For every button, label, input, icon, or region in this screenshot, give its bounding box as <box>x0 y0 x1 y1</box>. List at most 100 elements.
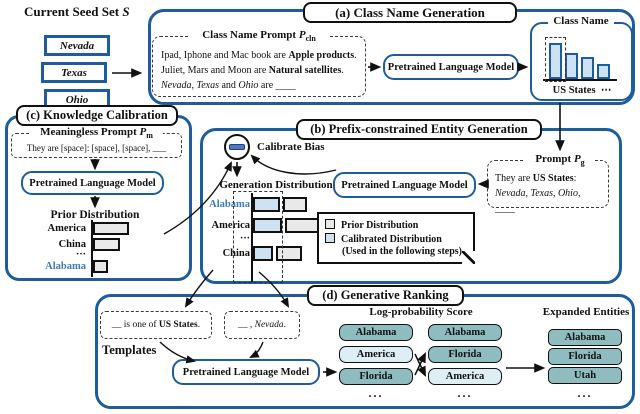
legend-calibrated-row: Calibrated Distribution <box>325 232 467 247</box>
seed-box-texas: Texas <box>41 62 107 83</box>
class-name-result: US States ⋯ <box>534 84 630 96</box>
gen-row-bars-alabama <box>253 197 307 212</box>
prompt-line3-seed2: Texas <box>196 80 219 91</box>
distribution-legend: Prior Distribution Calibrated Distributi… <box>317 212 475 264</box>
prior-row-label-china: China <box>58 239 86 250</box>
entity-label: Alabama <box>355 327 397 338</box>
prior-bar-alabama <box>93 260 108 273</box>
calibration-dashed-box <box>233 191 283 283</box>
prompt-label-text: Prompt <box>535 153 574 165</box>
plm-box-b: Pretrained Language Model <box>333 172 476 198</box>
expanded-entities-header: Expanded Entities <box>540 306 632 318</box>
template-entity: Nevada <box>254 320 284 330</box>
prompt-g-box: They are US States: Nevada, Texas, Ohio,… <box>487 160 609 214</box>
template-mid: is one of <box>121 320 159 330</box>
prompt-line3-mid1: , <box>191 80 197 91</box>
panel-d-title-text: (d) Generative Ranking <box>322 288 449 302</box>
plm-box-c: Pretrained Language Model <box>21 171 164 195</box>
bias-slider-icon <box>229 144 245 150</box>
prior-row-label-america: America <box>47 223 86 234</box>
seed-label: Texas <box>61 66 87 79</box>
template-2-text: __ , Nevada. <box>238 320 286 330</box>
class-name-output-label: Class Name <box>548 15 614 27</box>
class-chart-baseline <box>543 79 617 81</box>
entity-label: Alabama <box>564 332 606 343</box>
prior-bar-america <box>93 222 129 235</box>
panel-d-title: (d) Generative Ranking <box>307 285 464 306</box>
prompt-g-label: Prompt Pg <box>525 153 595 168</box>
prior-row-ellipsis: ··· <box>75 249 86 260</box>
note-fold-corner-icon <box>462 251 475 264</box>
panel-b-title: (b) Prefix-constrained Entity Generation <box>296 119 542 140</box>
prompt-line3-end: are ____ <box>258 80 296 91</box>
class-name-prompt-box: Ipad, Iphone and Mac book are Apple prod… <box>152 36 366 97</box>
templates-label: Templates <box>102 343 157 357</box>
template-box-2: __ , Nevada. <box>224 311 300 339</box>
score-col1-entity: Florida <box>339 368 413 385</box>
legend-calibrated-note: (Used in the following steps) <box>342 246 463 257</box>
log-probability-header: Log-probability Score <box>345 306 497 318</box>
output-label-text: Class Name <box>553 15 609 27</box>
prompt-g-text: They are US States: Nevada, Texas, Ohio,… <box>488 171 608 216</box>
template-mid: , <box>247 320 255 330</box>
seed-set-var: S <box>122 4 130 19</box>
meaningless-prompt-text: They are [space]: [space], [space], ___ <box>26 143 167 153</box>
template-class: US States <box>158 320 198 330</box>
score-col1-entity: Alabama <box>339 324 413 341</box>
expanded-entity: Florida <box>548 348 622 365</box>
prompt-g-end: , ____ <box>495 188 581 214</box>
calibrated-bar <box>253 197 280 212</box>
score-col2-entity: Alabama <box>428 324 502 341</box>
template-blank: __ <box>237 320 248 330</box>
prompt-label-var: P <box>298 29 306 41</box>
legend-prior-label: Prior Distribution <box>341 220 419 231</box>
seed-label: Ohio <box>65 93 89 106</box>
class-bar-4 <box>597 64 610 79</box>
class-name-ellipsis: ⋯ <box>600 85 612 96</box>
prompt-line2: Juliet, Mars and Moon are <box>161 65 269 76</box>
prompt-label-sub: m <box>146 131 153 141</box>
score-col2-entity: America <box>428 368 502 385</box>
calibrated-bar <box>253 246 273 261</box>
template-end: . <box>283 320 287 330</box>
legend-calibrated-label: Calibrated Distribution <box>341 233 442 245</box>
entity-label: America <box>445 371 485 382</box>
entity-label: Florida <box>448 349 482 360</box>
gen-row-ellipsis: ··· <box>239 233 250 244</box>
plm-box-a: Pretrained Language Model <box>383 54 519 80</box>
template-1-text: __ is one of US States. <box>112 320 200 330</box>
prompt-label-var: P <box>139 126 147 138</box>
expanded-entities-header-text: Expanded Entities <box>542 306 630 318</box>
expanded-entity: Alabama <box>548 329 622 346</box>
entity-label: Alabama <box>444 327 486 338</box>
panel-a-title-text: (a) Class Name Generation <box>335 4 485 20</box>
panel-c-title-text: (c) Knowledge Calibration <box>26 108 168 122</box>
plm-label: Pretrained Language Model <box>182 366 310 378</box>
prior-distribution-label-text: Prior Distribution <box>50 209 140 221</box>
col2-ellipsis: ... <box>457 386 473 400</box>
seed-set-title-text: Current Seed Set <box>24 4 123 19</box>
prompt-line1-bold: Apple products <box>288 50 355 61</box>
generation-distribution-label-text: Generation Distribution <box>219 179 333 191</box>
prompt-line3-seed1: Nevada <box>161 80 192 91</box>
class-name-prompt-text: Ipad, Iphone and Mac book are Apple prod… <box>153 48 365 93</box>
plm-label: Pretrained Language Model <box>29 177 156 189</box>
generation-distribution-label: Generation Distribution <box>206 179 346 191</box>
template-box-1: __ is one of US States. <box>100 311 212 339</box>
score-col1-entity: America <box>339 346 413 363</box>
prompt-line1-end: . <box>354 50 357 61</box>
prompt-line2-bold: Natural satellites <box>268 65 342 76</box>
panel-c-title: (c) Knowledge Calibration <box>16 105 178 126</box>
class-name-value: US States <box>552 85 596 96</box>
class-name-prompt-label: Class Name Prompt Pcln <box>189 29 329 44</box>
template-blank: __ <box>111 320 122 330</box>
calibrate-bias-label: Calibrate Bias <box>257 141 325 153</box>
expanded-entity: Utah <box>548 367 622 384</box>
prompt-line2-end: . <box>341 65 344 76</box>
calibrated-bar <box>253 218 282 233</box>
prompt-label-text: Meaningless Prompt <box>40 126 140 138</box>
seed-set-title: Current Seed Set S <box>24 4 130 20</box>
prior-chart-axis <box>91 220 93 277</box>
class-name-bar-chart <box>549 41 613 79</box>
